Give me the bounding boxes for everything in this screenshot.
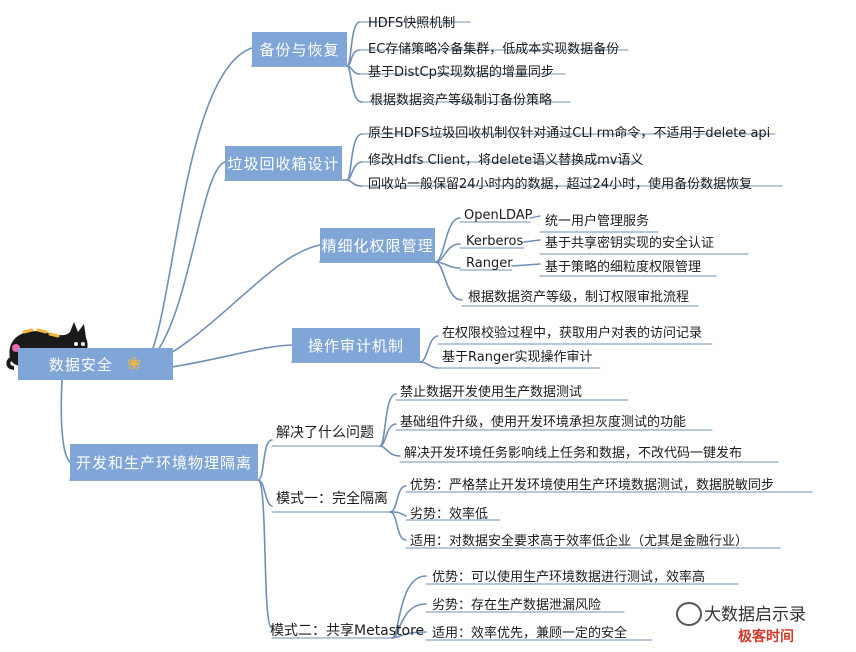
group-problem: 解决了什么问题 <box>276 425 374 441</box>
leaf-text: 基于共享密钥实现的安全认证 <box>545 236 715 251</box>
branch-trash-label: 垃圾回收箱设计 <box>227 154 340 173</box>
sub-openldap: OpenLDAP <box>464 208 533 223</box>
leaf-text: 基于DistCp实现数据的增量同步 <box>368 65 554 80</box>
leaf-text: 原生HDFS垃圾回收机制仅针对通过CLI rm命令，不适用于delete api <box>368 126 771 141</box>
branch-env-isolation: 开发和生产环境物理隔离 <box>70 444 258 480</box>
leaf-text: 根据数据资产等级制订备份策略 <box>370 93 553 108</box>
leaf-text: 优势：严格禁止开发环境使用生产环境数据测试，数据脱敏同步 <box>410 478 775 493</box>
branch-audit-label: 操作审计机制 <box>307 336 404 355</box>
branch-permission-management: 精细化权限管理 <box>320 228 435 262</box>
branch-permission-label: 精细化权限管理 <box>321 236 434 255</box>
group-mode-one: 模式一：完全隔离 <box>276 491 388 507</box>
watermark-secondary: 极客时间 <box>738 629 794 645</box>
root-node: 数据安全 ❀ <box>18 348 173 380</box>
watermark-primary: 大数据启示录 <box>704 605 806 625</box>
leaf-text: 适用：效率优先，兼顾一定的安全 <box>432 626 628 641</box>
group-mode-two: 模式二：共享Metastore <box>270 623 425 639</box>
branch-backup-label: 备份与恢复 <box>259 40 340 59</box>
leaf-text: 修改Hdfs Client，将delete语义替换成mv语义 <box>368 153 644 168</box>
branch-backup-recovery: 备份与恢复 <box>252 32 347 66</box>
leaf-text: 禁止数据开发使用生产数据测试 <box>400 385 583 400</box>
leaf-text: 劣势：存在生产数据泄漏风险 <box>432 598 602 613</box>
leaf-text: 劣势：效率低 <box>410 507 489 522</box>
sub-kerberos: Kerberos <box>466 234 524 249</box>
branch-trash-design: 垃圾回收箱设计 <box>225 146 342 180</box>
wechat-icon <box>676 602 702 626</box>
leaf-text: 优势：可以使用生产环境数据进行测试，效率高 <box>432 570 706 585</box>
leaf-text: HDFS快照机制 <box>368 16 456 31</box>
branch-audit: 操作审计机制 <box>292 328 420 362</box>
leaf-text: 根据数据资产等级，制订权限审批流程 <box>468 290 690 305</box>
leaf-text: 基础组件升级，使用开发环境承担灰度测试的功能 <box>400 415 687 430</box>
leaf-text: 解决开发环境任务影响线上任务和数据，不改代码一键发布 <box>404 446 743 461</box>
leaf-text: 统一用户管理服务 <box>545 214 650 229</box>
branch-isolation-label: 开发和生产环境物理隔离 <box>75 453 252 472</box>
leaf-text: 基于策略的细粒度权限管理 <box>545 260 702 275</box>
root-label: 数据安全 <box>48 355 113 374</box>
sub-ranger: Ranger <box>466 256 513 271</box>
leaf-text: 基于Ranger实现操作审计 <box>442 350 593 365</box>
paw-icon: ❀ <box>126 354 143 374</box>
leaf-text: EC存储策略冷备集群，低成本实现数据备份 <box>368 42 620 57</box>
leaf-text: 在权限校验过程中，获取用户对表的访问记录 <box>442 326 703 341</box>
leaf-text: 回收站一般保留24小时内的数据，超过24小时，使用备份数据恢复 <box>368 177 753 192</box>
leaf-text: 适用：对数据安全要求高于效率低企业（尤其是金融行业） <box>410 534 749 549</box>
